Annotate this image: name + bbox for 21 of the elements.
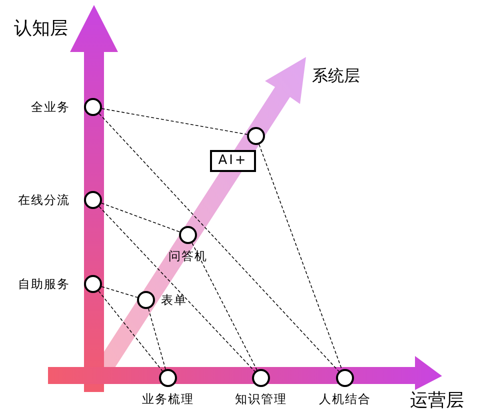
node-label: 表单 (161, 292, 187, 309)
axis-label: 系统层 (312, 66, 360, 87)
node-label: 自助服务 (18, 276, 70, 293)
dashed-connector (98, 290, 163, 372)
node-label: 问答机 (168, 248, 208, 265)
label-box: AI+ (210, 150, 256, 172)
node-label: 全业务 (31, 99, 70, 116)
dashed-connector (192, 242, 258, 370)
node-label: 知识管理 (235, 391, 287, 408)
node-label: 业务梳理 (142, 391, 194, 408)
dashed-connector (98, 206, 256, 372)
node-label: 人机结合 (319, 391, 371, 408)
dashed-connector (98, 113, 340, 372)
dashed-connector (101, 108, 248, 135)
dashed-connector (148, 308, 166, 370)
node-label: 在线分流 (18, 192, 70, 209)
dashed-connector (258, 144, 342, 370)
dashed-connector (101, 286, 138, 298)
axis-label: 认知层 (14, 17, 68, 40)
dashed-connector (101, 202, 180, 232)
axis-label: 运营层 (410, 389, 464, 412)
